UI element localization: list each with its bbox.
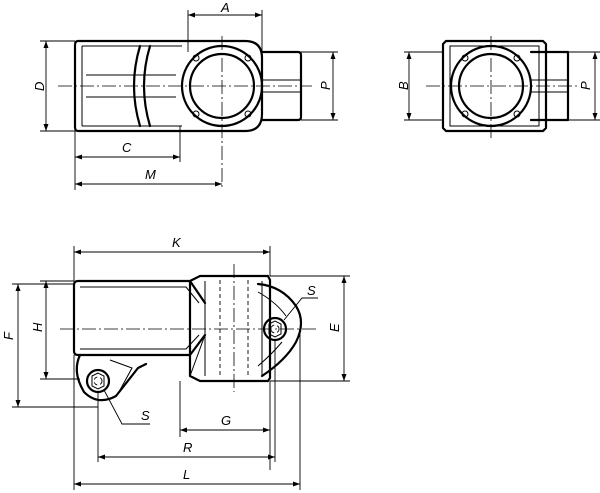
end-view-lobe [461,54,469,62]
dim-P-side-lines [568,51,600,121]
dim-label-H: H [30,322,45,332]
dim-P-top-arrows [330,52,336,120]
front-view-right-screw-hex [268,320,282,338]
front-view: K F H E S S G R L [1,235,350,490]
dim-P-side-arrows [592,52,598,120]
dim-F-lines [12,283,98,408]
end-view-tab-slot [531,79,568,93]
front-view-left-housing [72,279,207,357]
top-view-lobe [244,54,252,62]
dim-P-top-lines [301,51,338,121]
end-view-lobe [513,54,521,62]
dim-label-S-bottom: S [141,408,150,423]
dim-label-D: D [32,82,47,91]
front-view-right-ear [256,282,303,378]
top-view-slot [86,74,176,98]
dim-D-lines [40,40,75,132]
dim-label-A: A [220,0,230,15]
dim-label-G: G [221,413,231,428]
top-view-lobe [244,110,252,118]
top-view-lobe [192,54,200,62]
end-view-lobe [513,110,521,118]
dim-label-C: C [122,140,132,155]
dim-G-lines [179,381,271,470]
dim-L-lines [73,329,301,490]
dim-A-lines [187,10,263,52]
dim-label-S-top: S [307,283,316,298]
dim-R-lines [97,340,276,462]
top-view-body-outline [73,39,264,133]
dim-label-E: E [327,323,342,332]
front-view-left-inner [80,286,200,350]
end-view: B P [396,36,600,140]
dim-C-lines [74,126,181,190]
dim-E-lines [270,275,350,382]
front-view-center-block [188,274,272,383]
front-view-block-diagonals [189,280,206,377]
front-view-center-inner [204,281,263,376]
dim-K-lines [73,246,271,281]
top-view-tab-slot [262,79,301,93]
front-view-lower-ear-inner [109,359,133,391]
dim-B-lines [404,51,443,121]
dim-label-P-top: P [318,81,333,90]
dim-label-K: K [172,235,182,250]
front-view-lower-screw-core [93,376,103,386]
dim-label-F: F [1,331,16,340]
leader-S-bottom [103,389,150,425]
dim-label-P-side: P [578,81,593,90]
dim-label-M: M [145,167,156,182]
dim-B-arrows [406,52,412,120]
dim-label-B: B [396,81,411,90]
end-view-lobe [461,110,469,118]
dim-label-L: L [183,467,190,482]
dim-label-R: R [183,440,192,455]
end-view-inner-outline [449,45,540,127]
front-view-lower-ear [75,353,148,402]
front-view-right-screw-core [270,324,280,334]
front-view-lower-screw-hex [91,372,105,390]
front-view-right-ear-inner [257,291,287,367]
top-view: A D P C M [32,0,338,190]
dim-H-lines [40,280,80,380]
end-view-body-outline [441,39,548,133]
leader-S-top [283,297,318,321]
top-view-lobe [192,110,200,118]
